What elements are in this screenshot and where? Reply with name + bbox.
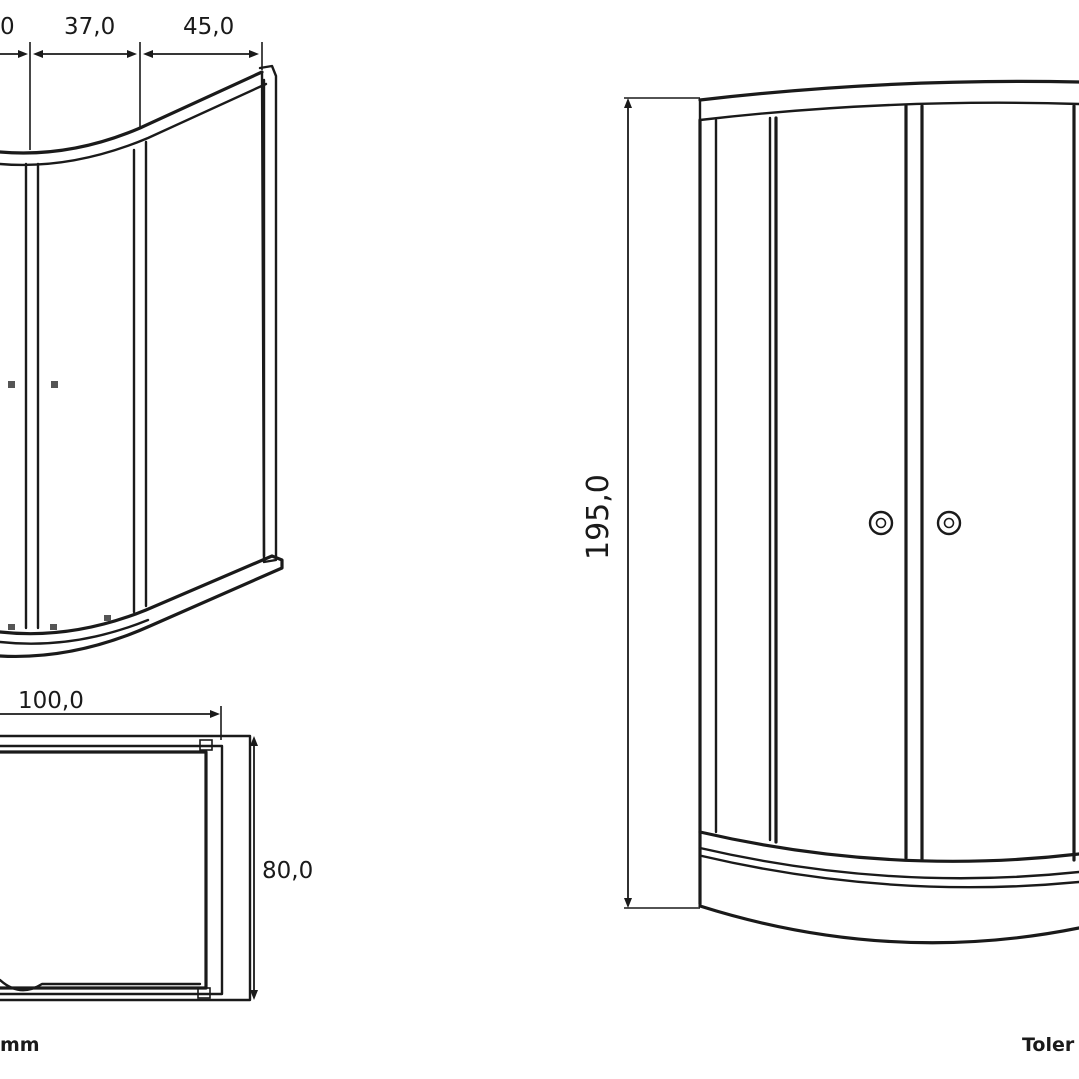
units-note: mm — [0, 1034, 40, 1056]
corner-post — [199, 739, 213, 751]
dim-label-right: 45,0 — [183, 14, 234, 40]
bottom-rail — [698, 830, 1079, 863]
bottom-tray-inner — [0, 618, 150, 645]
front-view: 195,0 Toler — [581, 79, 1079, 1056]
top-rail-inner — [698, 101, 1079, 122]
plan-view: 100,0 80,0 mm — [0, 688, 313, 1056]
arrowhead — [18, 50, 28, 58]
roller-icon — [104, 615, 111, 621]
door-knob-icon — [936, 510, 962, 536]
arrowhead — [33, 50, 43, 58]
top-rail-inner — [0, 82, 268, 167]
dim-label-width: 100,0 — [18, 688, 84, 714]
roller-icon — [8, 624, 15, 630]
tray-base — [698, 904, 1079, 945]
door-knob-icon — [868, 510, 894, 536]
arrowhead — [143, 50, 153, 58]
bottom-tray — [0, 554, 284, 658]
tray-basin — [0, 750, 208, 990]
arrowhead — [249, 50, 259, 58]
tolerance-note: Toler — [1022, 1034, 1075, 1056]
dim-label-depth: 80,0 — [262, 858, 313, 884]
arrowhead — [127, 50, 137, 58]
dim-label-left: 0 — [0, 14, 15, 40]
tray-top — [700, 854, 1079, 889]
right-post — [258, 64, 278, 564]
dim-label-height: 195,0 — [581, 474, 616, 560]
handle-icon — [51, 381, 58, 388]
door-knob-center — [943, 517, 955, 529]
door-knob-center — [875, 517, 887, 529]
bottom-rail-inner — [698, 846, 1079, 880]
corner-post — [197, 987, 211, 999]
arrowhead — [624, 898, 632, 908]
isometric-view: 0 37,0 45,0 — [0, 14, 284, 658]
tray-outline — [0, 734, 252, 1002]
top-rail — [0, 70, 264, 155]
arrowhead — [250, 990, 258, 1000]
tray-curve — [0, 978, 202, 992]
top-rail — [698, 79, 1079, 102]
dim-label-middle: 37,0 — [64, 14, 115, 40]
arrowhead — [250, 736, 258, 746]
arrowhead — [624, 98, 632, 108]
roller-icon — [50, 624, 57, 630]
tray-rim — [0, 744, 224, 996]
handle-icon — [8, 381, 15, 388]
arrowhead — [210, 710, 220, 718]
